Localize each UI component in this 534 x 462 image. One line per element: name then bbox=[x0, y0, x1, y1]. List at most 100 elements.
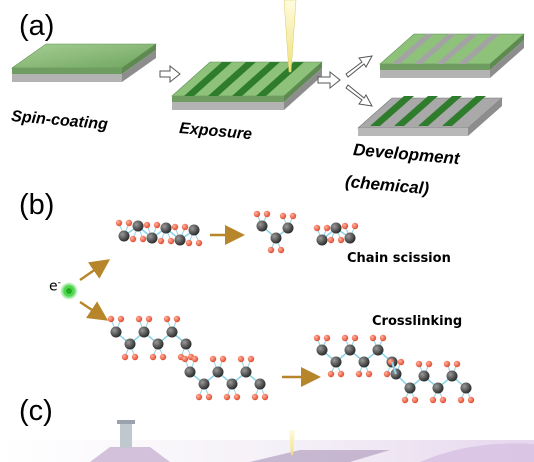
hydrogen-atom bbox=[401, 396, 409, 404]
crosslink-reactant-chain-1 bbox=[107, 315, 195, 361]
hydrogen-atom bbox=[195, 393, 203, 401]
carbon-atom bbox=[330, 356, 342, 368]
hydrogen-atom bbox=[327, 236, 335, 244]
hydrogen-atom bbox=[181, 355, 189, 363]
hydrogen-atom bbox=[181, 223, 189, 231]
carbon-atom bbox=[316, 234, 328, 246]
crosslinked-product-chain-2 bbox=[387, 358, 475, 404]
hydrogen-atom bbox=[277, 246, 285, 254]
hydrogen-atom bbox=[121, 353, 129, 361]
hydrogen-atom bbox=[131, 353, 139, 361]
exposure-wafer bbox=[171, 61, 323, 110]
hydrogen-atom bbox=[313, 334, 321, 342]
carbon-atom bbox=[344, 344, 356, 356]
carbon-atom bbox=[180, 338, 192, 350]
hydrogen-atom bbox=[233, 393, 241, 401]
hydrogen-atom bbox=[205, 393, 213, 401]
carbon-atom bbox=[132, 220, 144, 232]
carbon-atom bbox=[404, 382, 416, 394]
chain-scission-label: Chain scission bbox=[347, 251, 451, 266]
crosslinking-label: Crosslinking bbox=[372, 314, 463, 329]
carbon-atom bbox=[372, 344, 384, 356]
panel-a-label: (a) bbox=[19, 10, 55, 42]
hydrogen-atom bbox=[157, 237, 165, 245]
carbon-atom bbox=[282, 222, 294, 234]
process-arrow-2 bbox=[317, 70, 341, 90]
hydrogen-atom bbox=[327, 370, 335, 378]
carbon-atom bbox=[166, 326, 178, 338]
hydrogen-atom bbox=[135, 315, 143, 323]
hydrogen-atom bbox=[145, 315, 153, 323]
hydrogen-atom bbox=[185, 239, 193, 247]
crosslinked-product-chain-1 bbox=[313, 334, 401, 378]
hydrogen-atom bbox=[425, 360, 433, 368]
carbon-atom bbox=[110, 326, 122, 338]
carbon-atom bbox=[198, 378, 210, 390]
hydrogen-atom bbox=[115, 219, 123, 227]
polymer-molecules bbox=[107, 210, 475, 404]
hydrogen-atom bbox=[365, 370, 373, 378]
hydrogen-atom bbox=[379, 334, 387, 342]
hydrogen-atom bbox=[289, 212, 297, 220]
hydrogen-atom bbox=[397, 358, 405, 366]
hydrogen-atom bbox=[467, 396, 475, 404]
hydrogen-atom bbox=[247, 355, 255, 363]
hydrogen-atom bbox=[153, 221, 161, 229]
electron-source bbox=[60, 282, 78, 300]
hydrogen-atom bbox=[415, 360, 423, 368]
hydrogen-atom bbox=[163, 315, 171, 323]
hydrogen-atom bbox=[195, 239, 203, 247]
hydrogen-atom bbox=[129, 235, 137, 243]
carbon-atom bbox=[254, 378, 266, 390]
carbon-atom bbox=[146, 232, 158, 244]
hydrogen-atom bbox=[263, 210, 271, 218]
hydrogen-atom bbox=[209, 355, 217, 363]
hydrogen-atom bbox=[191, 355, 199, 363]
electron-beam bbox=[283, 0, 297, 73]
hydrogen-atom bbox=[139, 235, 147, 243]
spin-coated-wafer bbox=[11, 43, 157, 82]
hydrogen-atom bbox=[223, 393, 231, 401]
hydrogen-atom bbox=[341, 222, 349, 230]
carbon-atom bbox=[256, 220, 268, 232]
hydrogen-atom bbox=[337, 236, 345, 244]
hydrogen-atom bbox=[173, 315, 181, 323]
carbon-atom bbox=[316, 344, 328, 356]
hydrogen-atom bbox=[125, 219, 133, 227]
scission-product-2 bbox=[313, 222, 359, 246]
panel-c-scene bbox=[0, 420, 534, 462]
hydrogen-atom bbox=[383, 370, 391, 378]
hydrogen-atom bbox=[337, 370, 345, 378]
carbon-atom bbox=[432, 382, 444, 394]
scission-reactant-chain bbox=[115, 219, 203, 247]
hydrogen-atom bbox=[457, 396, 465, 404]
carbon-atom bbox=[118, 230, 130, 242]
crosslink-path-arrow bbox=[79, 300, 109, 321]
hydrogen-atom bbox=[107, 315, 115, 323]
carbon-atom bbox=[344, 232, 356, 244]
carbon-atom bbox=[358, 356, 370, 368]
hydrogen-atom bbox=[443, 360, 451, 368]
hydrogen-atom bbox=[149, 353, 157, 361]
carbon-atom bbox=[418, 370, 430, 382]
carbon-atom bbox=[124, 338, 136, 350]
carbon-atom bbox=[226, 378, 238, 390]
carbon-atom bbox=[240, 366, 252, 378]
crosslink-reactant-chain-2 bbox=[181, 355, 269, 401]
hydrogen-atom bbox=[159, 353, 167, 361]
developed-wafer-positive bbox=[379, 33, 525, 78]
split-arrow-down bbox=[345, 84, 373, 107]
hydrogen-atom bbox=[167, 237, 175, 245]
hydrogen-atom bbox=[253, 210, 261, 218]
hydrogen-atom bbox=[341, 334, 349, 342]
hydrogen-atom bbox=[171, 223, 179, 231]
carbon-atom bbox=[446, 370, 458, 382]
carbon-atom bbox=[184, 366, 196, 378]
panel-b-label: (b) bbox=[19, 189, 55, 221]
hydrogen-atom bbox=[369, 334, 377, 342]
carbon-atom bbox=[212, 366, 224, 378]
scission-product-1 bbox=[253, 210, 297, 254]
electron-label: e- bbox=[49, 278, 61, 295]
hydrogen-atom bbox=[313, 224, 321, 232]
